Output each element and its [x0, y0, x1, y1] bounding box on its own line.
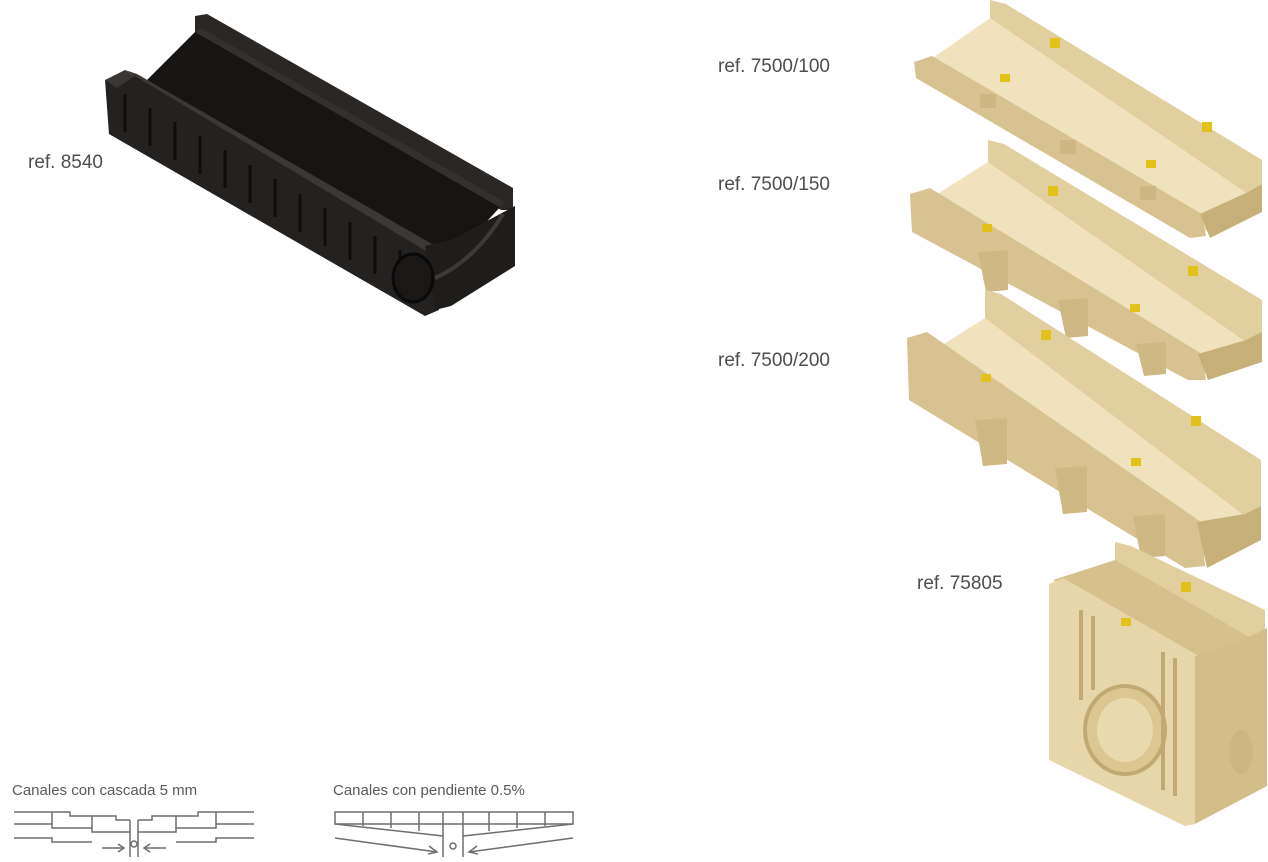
channel-8540-image: [95, 10, 535, 330]
ref-8540-label: ref. 8540: [28, 152, 103, 173]
sump-75805-image: [1045, 540, 1268, 826]
cascade-diagram-caption: Canales con cascada 5 mm: [12, 782, 198, 799]
ref-75805-label: ref. 75805: [917, 573, 1003, 594]
channel-7500-150-image: [908, 140, 1268, 380]
channel-7500-100-image: [910, 0, 1268, 240]
ref-7500-150-label: ref. 7500/150: [718, 174, 830, 195]
slope-diagram: [333, 808, 583, 862]
ref-7500-200-label: ref. 7500/200: [718, 350, 830, 371]
channel-7500-200-image: [905, 290, 1267, 570]
ref-7500-100-label: ref. 7500/100: [718, 56, 830, 77]
cascade-diagram: [12, 808, 262, 862]
slope-diagram-caption: Canales con pendiente 0.5%: [333, 782, 525, 799]
